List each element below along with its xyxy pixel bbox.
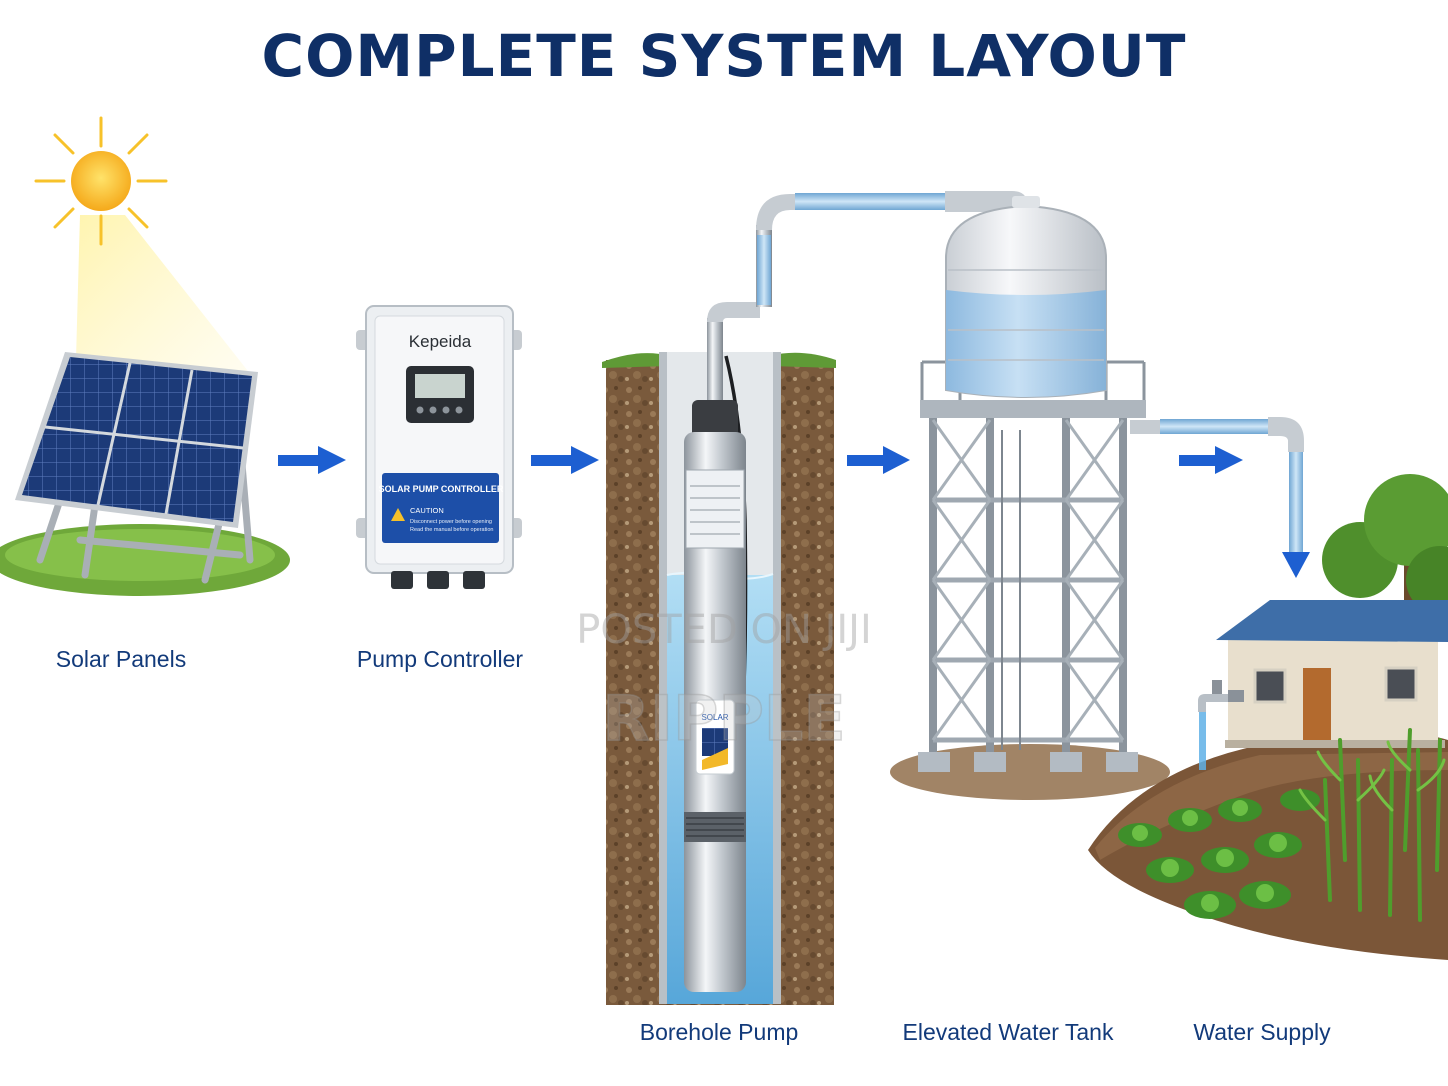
pipe-outlet (1130, 417, 1310, 578)
arrow-icon (531, 446, 599, 474)
solar-panel-array (0, 352, 290, 596)
house-icon (1216, 600, 1448, 748)
label-elevated-water-tank: Elevated Water Tank (902, 1019, 1114, 1045)
arrow-icon (1179, 446, 1243, 474)
watermark-line1: POSTED ON JIJI (576, 607, 872, 653)
controller-caution: CAUTION (410, 506, 444, 515)
label-water-supply: Water Supply (1193, 1019, 1331, 1045)
arrow-icon (847, 446, 910, 474)
faucet-icon (1198, 680, 1244, 770)
label-solar-panels: Solar Panels (55, 646, 187, 672)
controller-panel-title: SOLAR PUMP CONTROLLER (379, 484, 504, 494)
controller-brand: Kepeida (409, 332, 472, 351)
crop-rows (1118, 728, 1446, 922)
tree-icon (1322, 474, 1448, 640)
arrow-icon (278, 446, 346, 474)
pump-controller-unit (356, 305, 522, 589)
watermark-line2: RIPPLE (602, 682, 846, 755)
page-title: COMPLETE SYSTEM LAYOUT (261, 22, 1187, 90)
water-tank-tower (890, 196, 1170, 800)
label-pump-controller: Pump Controller (356, 646, 524, 672)
sun-icon (34, 116, 255, 395)
farm-scene (1088, 474, 1448, 960)
pump-badge: SOLAR (701, 713, 728, 722)
submersible-pump (684, 355, 748, 992)
controller-caution-line2: Read the manual before operation (410, 527, 493, 533)
controller-caution-line1: Disconnect power before opening (410, 519, 492, 525)
label-borehole-pump: Borehole Pump (639, 1019, 799, 1045)
